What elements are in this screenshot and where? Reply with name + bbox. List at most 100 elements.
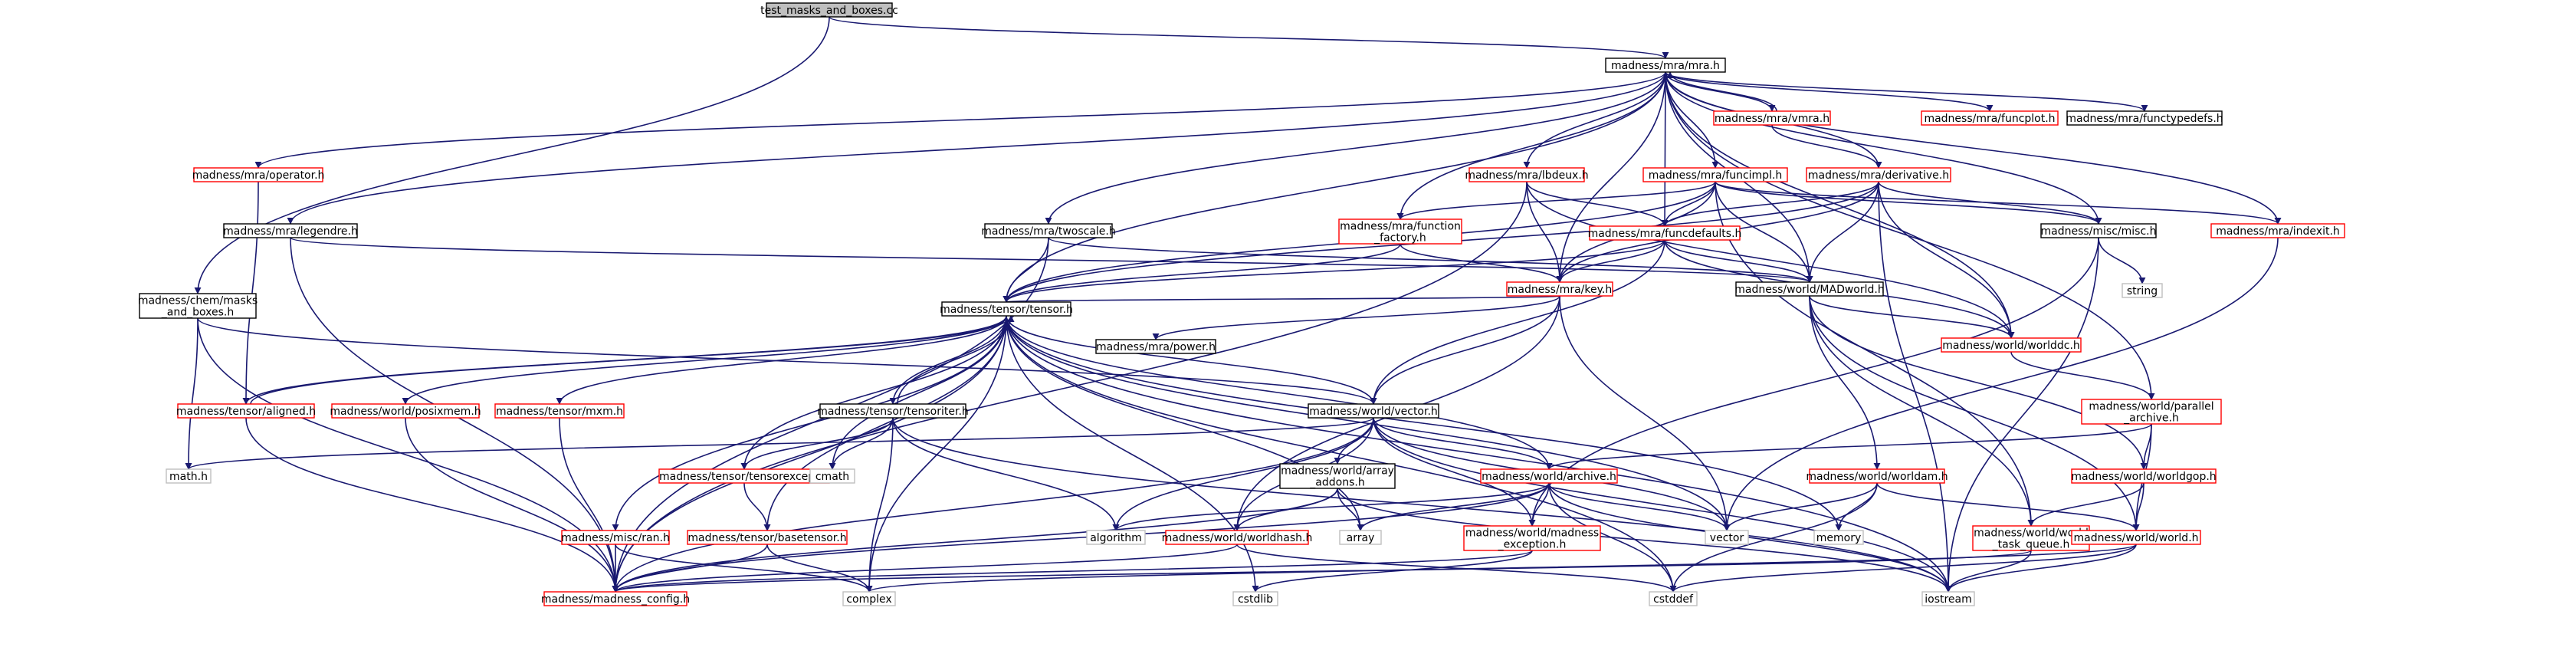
edge-misc_h-to-iostream: [1944, 237, 2099, 593]
node-box: [1506, 281, 1613, 297]
node-parallel-archive-h[interactable]: madness/world/parallel_archive.h: [2081, 399, 2222, 425]
node-funcimpl-h[interactable]: madness/mra/funcimpl.h: [1642, 167, 1788, 182]
edge-mra_h-to-operator_h: [254, 71, 1666, 169]
node-tensoriter-h[interactable]: madness/tensor/tensoriter.h: [817, 403, 969, 419]
node-label: madness/world/MADworld.h: [1734, 284, 1884, 296]
node-vmra-h[interactable]: madness/mra/vmra.h: [1713, 110, 1831, 126]
node-archive-h[interactable]: madness/world/archive.h: [1480, 468, 1618, 484]
node-label: madness/tensor/basetensor.h: [687, 532, 846, 544]
node-box: [1642, 167, 1788, 182]
node-box: [494, 403, 625, 419]
node-twoscale-h[interactable]: madness/mra/twoscale.h: [981, 223, 1116, 238]
node-label: _archive.h: [2123, 412, 2179, 425]
edge-worldhash_h-to-cstddef: [1236, 544, 1677, 593]
node-madness-exception-h[interactable]: madness/world/madness_exception.h: [1463, 525, 1601, 551]
node-tensorexcept-h[interactable]: madness/tensor/tensorexcept.h: [658, 468, 830, 484]
edge-funcimpl_h-to-madworld_h: [1715, 181, 1813, 283]
node-label: madness/mra/twoscale.h: [981, 225, 1116, 238]
edge-mra_h-to-funcplot_h: [1665, 71, 1994, 112]
edge-funcimpl_h-to-function_factory_h: [1396, 181, 1716, 220]
edge-world_h-to-complex: [865, 544, 2137, 593]
node-world-h[interactable]: madness/world/world.h: [2071, 530, 2201, 545]
edge-mra_h-to-key_h: [1556, 71, 1666, 283]
node-operator-h[interactable]: madness/mra/operator.h: [192, 167, 325, 182]
edge-function_factory_h-to-tensor_h: [1003, 243, 1401, 303]
node-box: [1809, 468, 1945, 484]
node-label: madness/tensor/aligned.h: [176, 406, 316, 418]
edge-funcimpl_h-to-indexit_h: [1715, 181, 2282, 225]
node-aligned-h[interactable]: madness/tensor/aligned.h: [176, 403, 316, 419]
edge-vmra_h-to-mra_h: [1666, 71, 1777, 112]
edge-mra_h-to-twoscale_h: [1045, 71, 1666, 225]
node-box: [2066, 110, 2223, 126]
node-function-factory-h[interactable]: madness/mra/function_factory.h: [1338, 218, 1462, 245]
edge-vector_h-to-math_h: [185, 417, 1374, 470]
node-cmath: cmath: [809, 468, 855, 484]
node-test-masks[interactable]: test_masks_and_boxes.cc: [760, 2, 898, 18]
node-label: madness/world/worldam.h: [1806, 471, 1948, 483]
node-funcdefaults-h[interactable]: madness/mra/funcdefaults.h: [1588, 225, 1742, 241]
node-mra-h[interactable]: madness/mra/mra.h: [1605, 57, 1726, 73]
node-box: [1165, 530, 1309, 545]
node-posixmem-h[interactable]: madness/world/posixmem.h: [330, 403, 481, 419]
node-box: [1813, 530, 1864, 545]
edge-madness_exception_h-to-cstdlib: [1252, 550, 1533, 593]
edge-vector_h-to-algorithm: [1112, 417, 1374, 531]
node-legendre-h[interactable]: madness/mra/legendre.h: [223, 223, 358, 238]
node-worldhash-h[interactable]: madness/world/worldhash.h: [1162, 530, 1313, 545]
node-label: madness/mra/indexit.h: [2216, 225, 2340, 238]
node-label: madness/mra/funcplot.h: [1924, 113, 2055, 125]
node-box: [1589, 225, 1741, 241]
node-box: [1921, 110, 2059, 126]
edge-basetensor_h-to-complex: [766, 544, 873, 593]
node-box: [1095, 339, 1216, 354]
node-power-h[interactable]: madness/mra/power.h: [1095, 339, 1216, 354]
edge-madness_exception_h-to-madness_config_h: [612, 550, 1533, 593]
edge-archive_h-to-array: [1357, 482, 1550, 531]
node-madness-config-h[interactable]: madness/madness_config.h: [541, 591, 690, 606]
edge-operator_h-to-aligned_h: [242, 181, 259, 405]
node-basetensor-h[interactable]: madness/tensor/basetensor.h: [687, 530, 848, 545]
node-ran-h[interactable]: madness/misc/ran.h: [561, 530, 670, 545]
node-box: [842, 591, 896, 606]
node-label: madness/world/worlddc.h: [1942, 340, 2080, 352]
node-array-addons-h[interactable]: madness/world/array_addons.h: [1279, 463, 1396, 489]
node-label: madness/tensor/tensorexcept.h: [659, 471, 829, 483]
edge-tensoriter_h-to-cmath: [829, 417, 894, 470]
node-label: madness/mra/derivative.h: [1808, 169, 1949, 182]
edge-mra_h-to-tensor_h: [1003, 71, 1666, 303]
edge-array_addons_h-to-iostream: [1337, 488, 1952, 593]
node-lbdeux-h[interactable]: madness/mra/lbdeux.h: [1465, 167, 1589, 182]
edge-world_h-to-iostream: [1944, 544, 2137, 593]
node-key-h[interactable]: madness/mra/key.h: [1506, 281, 1613, 297]
node-madworld-h[interactable]: madness/world/MADworld.h: [1734, 281, 1885, 297]
node-indexit-h[interactable]: madness/mra/indexit.h: [2210, 223, 2345, 238]
edge-tensorexcept_h-to-basetensor_h: [743, 482, 771, 531]
node-funcplot-h[interactable]: madness/mra/funcplot.h: [1921, 110, 2059, 126]
node-label: iostream: [1925, 593, 1972, 606]
node-vector-h[interactable]: madness/world/vector.h: [1308, 403, 1439, 419]
edge-test_masks-to-mra_h: [829, 16, 1669, 59]
node-label: madness/mra/function: [1340, 221, 1461, 233]
node-mxm-h[interactable]: madness/tensor/mxm.h: [494, 403, 625, 419]
node-misc-h[interactable]: madness/misc/misc.h: [2040, 223, 2157, 238]
node-label: test_masks_and_boxes.cc: [760, 5, 898, 17]
node-worldgop-h[interactable]: madness/world/worldgop.h: [2071, 468, 2217, 484]
node-worlddc-h[interactable]: madness/world/worlddc.h: [1941, 337, 2082, 353]
node-box: [331, 403, 480, 419]
node-box: [819, 403, 966, 419]
node-box: [1735, 281, 1884, 297]
edge-derivative_h-to-worlddc_h: [1878, 181, 2015, 339]
edge-tensoriter_h-to-iostream: [892, 417, 1952, 593]
edge-funcimpl_h-to-world_task_queue_h: [1715, 181, 2035, 527]
edge-function_factory_h-to-key_h: [1400, 243, 1564, 283]
node-label: madness/world/world: [1974, 527, 2089, 540]
node-worldam-h[interactable]: madness/world/worldam.h: [1806, 468, 1948, 484]
node-chem-masks-h[interactable]: madness/chem/masks_and_boxes.h: [138, 293, 258, 319]
node-label: madness/world/madness: [1465, 527, 1599, 540]
node-derivative-h[interactable]: madness/mra/derivative.h: [1806, 167, 1951, 182]
edge-vector_h-to-madness_exception_h: [1373, 417, 1536, 527]
node-tensor-h[interactable]: madness/tensor/tensor.h: [940, 301, 1073, 317]
node-functypedefs-h[interactable]: madness/mra/functypedefs.h: [2066, 110, 2223, 126]
